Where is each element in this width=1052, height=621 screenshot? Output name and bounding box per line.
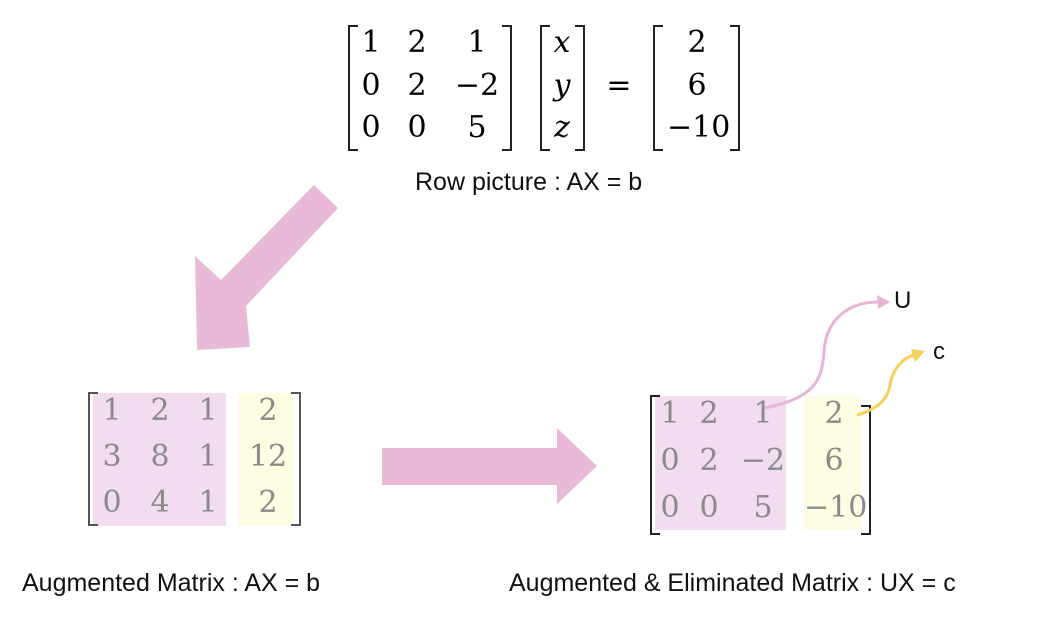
eliminated-cell: −2: [740, 443, 786, 478]
eliminated-cell: 2: [699, 443, 719, 478]
augmented-cell: 8: [150, 439, 170, 474]
augmented-cell: 1: [198, 393, 218, 428]
matrix-a-cell: 0: [361, 110, 381, 145]
right-arrow: [382, 428, 597, 504]
matrix-a-cell: 2: [407, 25, 427, 60]
augmented-caption: Augmented Matrix : AX = b: [22, 569, 321, 597]
matrix-a-left-bracket: [348, 25, 358, 151]
eliminated-cell: 0: [660, 443, 680, 478]
c-callout-arrow: [856, 353, 915, 417]
eliminated-left-bracket: [650, 395, 660, 535]
u-callout-arrow: [764, 300, 879, 410]
augmented-cell: 1: [102, 393, 122, 428]
augmented-b-cell: 2: [258, 393, 278, 428]
matrix-a-cell: 2: [407, 68, 427, 103]
eliminated-cell: 0: [660, 490, 680, 525]
matrix-a-cell: 1: [361, 25, 381, 60]
augmented-cell: 2: [150, 393, 170, 428]
matrix-a-right-bracket: [502, 25, 512, 151]
augmented-b-cell: 2: [258, 485, 278, 520]
diagonal-arrow: [195, 185, 338, 350]
eliminated-cell: 0: [699, 490, 719, 525]
vector-b-cell: −10: [667, 110, 731, 145]
matrix-a-cell: −2: [454, 68, 500, 103]
eliminated-u-highlight: [655, 396, 786, 530]
eliminated-c-cell: 2: [824, 396, 844, 431]
eliminated-caption: Augmented & Eliminated Matrix : UX = c: [509, 569, 956, 597]
c-callout-arrowhead: [911, 349, 925, 362]
augmented-b-cell: 12: [248, 439, 288, 474]
augmented-cell: 4: [150, 485, 170, 520]
vector-b-left-bracket: [653, 25, 663, 151]
vector-x-cell: z: [554, 110, 570, 145]
vector-b-right-bracket: [730, 25, 740, 151]
vector-x-right-bracket: [575, 25, 585, 151]
c-label: c: [933, 338, 945, 365]
augmented-cell: 3: [102, 439, 122, 474]
matrix-a-cell: 0: [361, 68, 381, 103]
augmented-cell: 0: [102, 485, 122, 520]
u-callout-arrowhead: [877, 295, 890, 309]
eliminated-right-bracket: [861, 405, 871, 535]
augmented-cell: 1: [198, 439, 218, 474]
augmented-right-bracket: [291, 392, 301, 526]
matrix-a-cell: 5: [467, 110, 487, 145]
vector-x-cell: x: [553, 25, 571, 60]
augmented-a-highlight: [93, 393, 226, 526]
eliminated-c-cell: −10: [804, 490, 868, 525]
matrix-a-cell: 1: [467, 25, 487, 60]
eliminated-cell: 2: [699, 396, 719, 431]
augmented-left-bracket: [88, 392, 98, 526]
u-label: U: [894, 287, 912, 314]
vector-x-left-bracket: [540, 25, 550, 151]
vector-b-cell: 2: [687, 25, 707, 60]
augmented-b-highlight: [238, 393, 294, 526]
eliminated-c-highlight: [804, 396, 861, 530]
vector-x-cell: y: [553, 68, 571, 103]
row-picture-caption: Row picture : AX = b: [415, 168, 643, 196]
eliminated-cell: 5: [753, 490, 773, 525]
matrix-a-cell: 0: [407, 110, 427, 145]
equals-sign: =: [606, 68, 632, 103]
augmented-cell: 1: [198, 485, 218, 520]
vector-b-cell: 6: [687, 68, 707, 103]
eliminated-cell: 1: [660, 396, 680, 431]
eliminated-c-cell: 6: [824, 443, 844, 478]
